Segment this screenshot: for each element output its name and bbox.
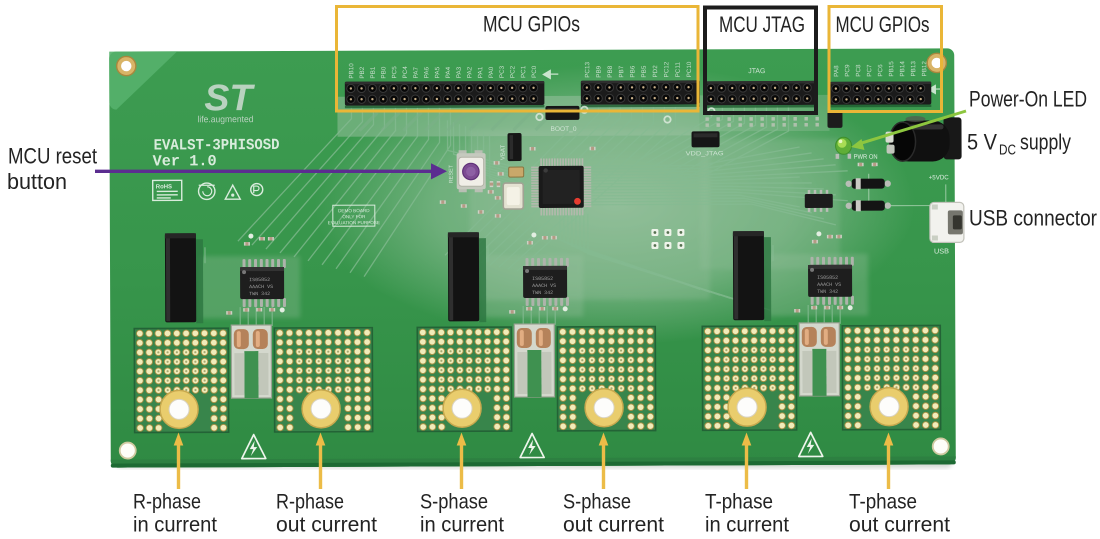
svg-text:PC10: PC10 (686, 61, 693, 77)
svg-text:PB1: PB1 (370, 66, 377, 78)
svg-text:PA2: PA2 (467, 66, 474, 78)
svg-text:in current: in current (705, 514, 789, 537)
svg-text:PC2: PC2 (510, 65, 517, 78)
svg-text:PC11: PC11 (675, 62, 682, 78)
svg-text:+5VDC: +5VDC (929, 174, 949, 181)
svg-text:MCU GPIOs: MCU GPIOs (836, 12, 930, 37)
svg-text:supply: supply (1020, 130, 1071, 155)
svg-text:out current: out current (849, 514, 950, 537)
svg-text:MCU reset: MCU reset (8, 144, 97, 169)
svg-text:PA1: PA1 (477, 66, 484, 78)
svg-text:5 V: 5 V (967, 130, 997, 155)
svg-text:PC7: PC7 (866, 64, 873, 77)
svg-text:RoHS: RoHS (156, 184, 172, 190)
svg-text:PB13: PB13 (910, 61, 917, 77)
svg-text:PB15: PB15 (888, 61, 895, 77)
svg-text:JTAG: JTAG (748, 68, 765, 75)
svg-text:PB12: PB12 (921, 61, 928, 77)
svg-text:ST: ST (204, 77, 256, 118)
svg-text:S-phase: S-phase (563, 491, 631, 514)
svg-text:DC: DC (999, 143, 1016, 159)
svg-text:out current: out current (276, 514, 377, 537)
svg-text:PC0: PC0 (531, 65, 538, 78)
svg-text:RESET: RESET (449, 164, 455, 183)
svg-text:T-phase: T-phase (849, 491, 917, 514)
svg-text:out current: out current (563, 514, 664, 537)
svg-text:PA3: PA3 (456, 66, 463, 78)
svg-text:MCU GPIOs: MCU GPIOs (483, 12, 580, 37)
svg-text:PWR ON: PWR ON (854, 154, 878, 161)
svg-text:EVALST-3PHISOSD: EVALST-3PHISOSD (154, 136, 280, 154)
svg-text:PA7: PA7 (413, 66, 420, 78)
svg-text:PB2: PB2 (359, 66, 366, 78)
svg-text:EVALUATION PURPOSE: EVALUATION PURPOSE (328, 220, 380, 225)
svg-text:Power-On LED: Power-On LED (969, 87, 1087, 112)
svg-text:PC13: PC13 (584, 62, 591, 78)
svg-text:PC4: PC4 (402, 66, 409, 79)
svg-text:R-phase: R-phase (276, 491, 344, 514)
svg-text:PB14: PB14 (899, 61, 906, 77)
svg-text:in current: in current (420, 514, 504, 537)
svg-text:PA8: PA8 (833, 65, 840, 77)
svg-text:PB8: PB8 (607, 65, 614, 77)
svg-text:PC5: PC5 (391, 66, 398, 79)
svg-text:PC9: PC9 (844, 64, 851, 77)
svg-text:PC1: PC1 (520, 65, 527, 78)
svg-text:VBAT: VBAT (501, 145, 507, 161)
svg-text:S-phase: S-phase (420, 491, 488, 514)
svg-text:ONLY FOR: ONLY FOR (342, 214, 366, 219)
svg-text:PC6: PC6 (877, 64, 884, 77)
svg-text:PC8: PC8 (855, 64, 862, 77)
svg-text:in current: in current (133, 514, 217, 537)
svg-text:USB connector: USB connector (969, 206, 1097, 231)
svg-text:USB: USB (934, 248, 949, 255)
svg-text:Ver 1.0: Ver 1.0 (153, 152, 217, 170)
svg-text:T-phase: T-phase (705, 491, 773, 514)
svg-text:PD2: PD2 (652, 65, 659, 78)
svg-text:PB10: PB10 (348, 63, 355, 79)
svg-text:PB6: PB6 (629, 65, 636, 77)
svg-text:DEMO BOARD: DEMO BOARD (338, 208, 370, 213)
svg-text:MCU JTAG: MCU JTAG (719, 12, 805, 37)
svg-text:PA4: PA4 (445, 66, 452, 78)
svg-text:PB7: PB7 (618, 65, 625, 77)
svg-text:R-phase: R-phase (133, 491, 201, 514)
svg-text:PB5: PB5 (641, 65, 648, 77)
svg-text:PB9: PB9 (596, 65, 603, 77)
svg-text:PB0: PB0 (381, 66, 388, 78)
svg-text:PA6: PA6 (424, 66, 431, 78)
svg-text:PC12: PC12 (663, 61, 670, 77)
svg-text:VDD_JTAG: VDD_JTAG (686, 151, 724, 157)
svg-text:BOOT_0: BOOT_0 (550, 126, 576, 133)
svg-text:life.augmented: life.augmented (197, 114, 253, 124)
svg-text:button: button (7, 169, 67, 194)
svg-text:PC3: PC3 (499, 65, 506, 78)
svg-text:PA0: PA0 (488, 66, 495, 78)
svg-text:PA5: PA5 (434, 66, 441, 78)
